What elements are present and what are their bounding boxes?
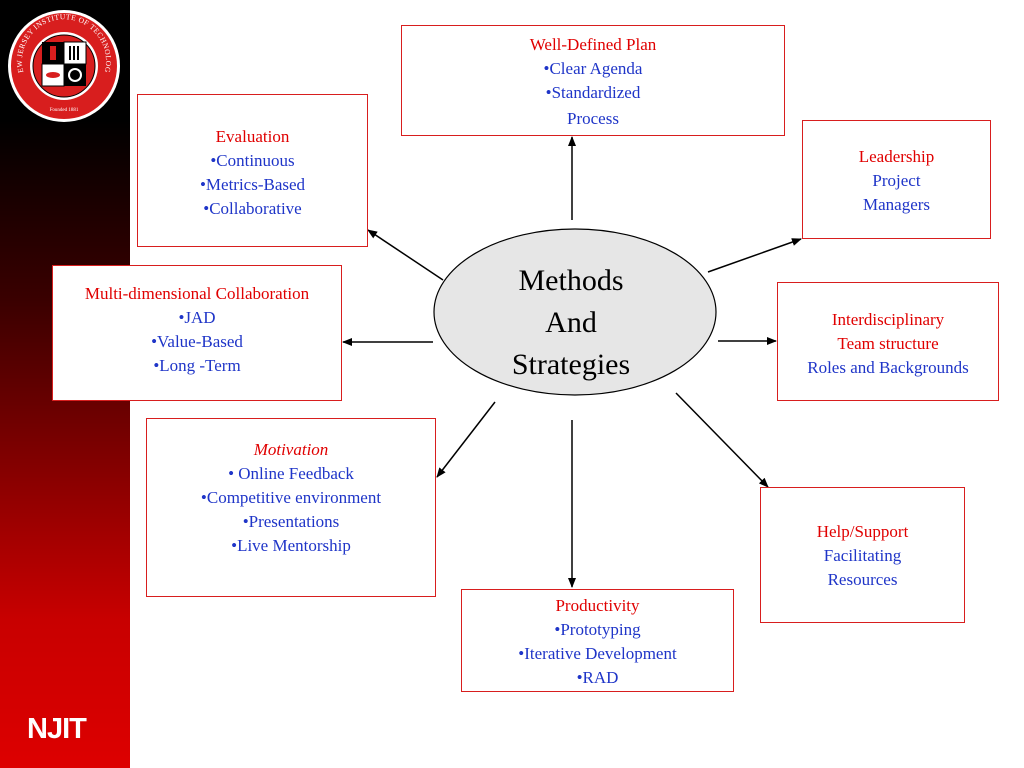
node-title: Leadership xyxy=(858,147,935,166)
node-title: Help/Support xyxy=(816,522,909,541)
node-item: •Clear Agenda xyxy=(543,59,643,78)
node-leadership: Leadership Project Managers xyxy=(802,120,991,239)
node-productivity: Productivity •Prototyping •Iterative Dev… xyxy=(461,589,734,692)
node-item: •Continuous xyxy=(210,151,295,170)
node-interdisciplinary: Interdisciplinary Team structure Roles a… xyxy=(777,282,999,401)
node-item: Process xyxy=(567,109,619,128)
node-item: •Competitive environment xyxy=(200,488,382,507)
node-item: •Collaborative xyxy=(203,199,302,218)
node-item: Facilitating xyxy=(823,546,902,565)
node-item: •Live Mentorship xyxy=(231,536,351,555)
node-title: Productivity xyxy=(555,596,640,615)
node-help-support: Help/Support Facilitating Resources xyxy=(760,487,965,623)
center-line: Methods xyxy=(518,264,624,297)
node-item: •Prototyping xyxy=(554,620,641,639)
node-item: •Standardized xyxy=(545,83,641,102)
node-item: Managers xyxy=(862,195,931,214)
center-ellipse xyxy=(433,228,717,396)
arrow-to-leadership xyxy=(707,238,802,273)
node-item: •Value-Based xyxy=(151,332,243,351)
arrow-to-evaluation xyxy=(367,229,444,281)
node-item: •Iterative Development xyxy=(518,644,677,663)
center-line: Strategies xyxy=(511,348,631,381)
node-title: Motivation xyxy=(253,440,329,459)
node-item: Resources xyxy=(827,570,898,589)
center-label: Methods And Strategies xyxy=(476,260,666,386)
node-item: Project xyxy=(872,171,921,190)
center-line: And xyxy=(545,306,597,339)
seal-founded-text: Founded 1881 xyxy=(50,108,79,113)
node-well-defined-plan: Well-Defined Plan •Clear Agenda •Standar… xyxy=(401,25,785,136)
node-item: •JAD xyxy=(178,308,216,327)
node-title-line: Team structure xyxy=(837,334,939,353)
node-title: Multi-dimensional Collaboration xyxy=(84,284,310,303)
njit-wordmark: NJIT xyxy=(27,713,87,745)
node-item: • Online Feedback xyxy=(228,464,354,483)
arrow-to-motivation xyxy=(436,401,496,478)
node-multi-dimensional-collaboration: Multi-dimensional Collaboration •JAD •Va… xyxy=(52,265,342,401)
node-title: Evaluation xyxy=(215,127,290,146)
node-item: •Long -Term xyxy=(153,356,241,375)
node-item: •RAD xyxy=(576,668,619,687)
node-item: Roles and Backgrounds xyxy=(807,358,969,377)
node-item: •Metrics-Based xyxy=(199,175,306,194)
node-evaluation: Evaluation •Continuous •Metrics-Based •C… xyxy=(137,94,368,247)
arrow-to-help xyxy=(675,392,769,488)
node-title: Well-Defined Plan xyxy=(529,35,657,54)
node-item: •Presentations xyxy=(242,512,340,531)
njit-seal-logo: NEW JERSEY INSTITUTE OF TECHNOLOGY Found… xyxy=(6,8,120,122)
node-motivation: Motivation • Online Feedback •Competitiv… xyxy=(146,418,436,597)
node-title: Interdisciplinary xyxy=(831,310,945,329)
